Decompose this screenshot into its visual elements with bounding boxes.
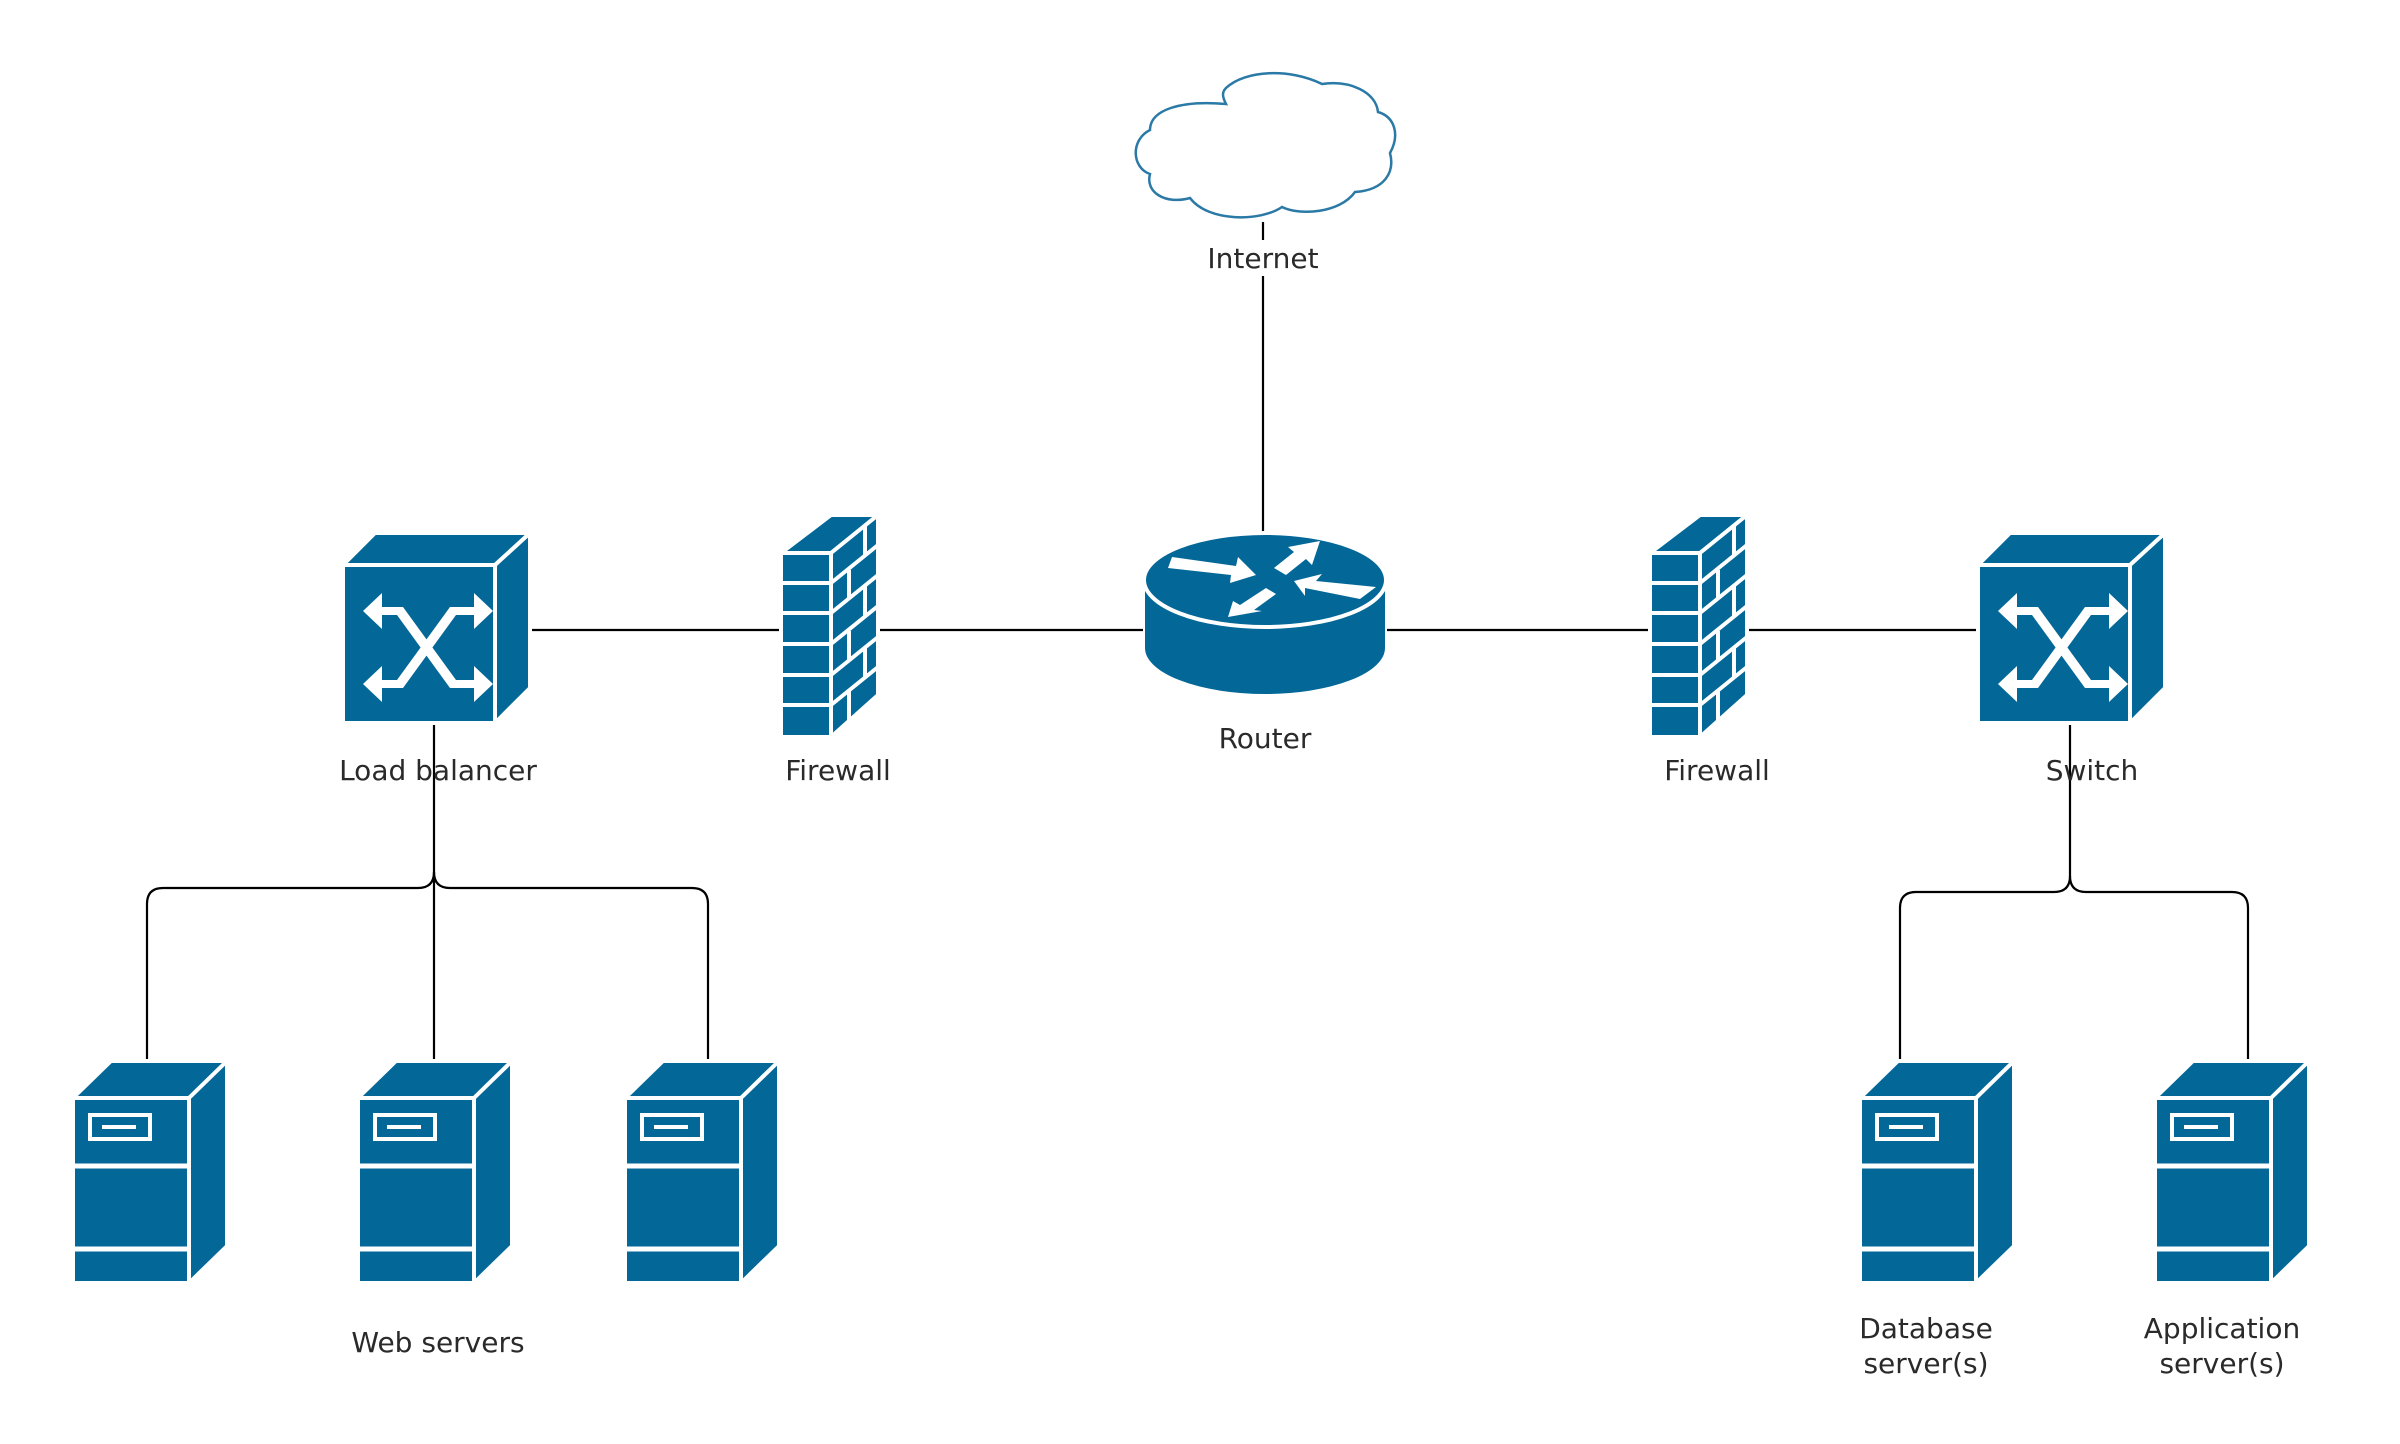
node-internet[interactable]: Internet (1134, 71, 1397, 275)
edge-switch-db-server (1898, 722, 2072, 1073)
group-label-web-servers: Web servers (351, 1326, 524, 1359)
node-db-server[interactable]: Database server(s) (1859, 1061, 2014, 1380)
node-label-internet: Internet (1207, 242, 1318, 275)
edges (145, 222, 2250, 1073)
node-label-switch: Switch (2046, 754, 2139, 787)
router-icon (1142, 531, 1388, 696)
node-firewall-right[interactable]: Firewall (1648, 513, 1770, 787)
firewall-icon (779, 513, 880, 739)
server-icon (1860, 1061, 2014, 1283)
edge-switch-app-server (2068, 875, 2250, 1073)
firewall-icon (1648, 513, 1749, 739)
node-firewall-left[interactable]: Firewall (779, 513, 891, 787)
server-icon (2155, 1061, 2309, 1283)
node-app-server[interactable]: Application server(s) (2144, 1061, 2309, 1380)
node-router[interactable]: Router (1142, 531, 1388, 755)
node-web-server-3[interactable] (625, 1061, 779, 1283)
node-label-load-balancer: Load balancer (339, 754, 537, 787)
node-label-db-server-line2: server(s) (1863, 1347, 1988, 1380)
node-label-router: Router (1219, 722, 1312, 755)
node-label-db-server-line1: Database (1859, 1312, 1993, 1345)
edge-load-balancer-web-server-3 (432, 871, 710, 1073)
server-icon (625, 1061, 779, 1283)
cloud-icon (1134, 71, 1397, 219)
switch-icon (1976, 531, 2167, 725)
node-label-app-server-line1: Application (2144, 1312, 2300, 1345)
server-icon (358, 1061, 512, 1283)
node-web-server-2[interactable] (358, 1061, 512, 1283)
node-label-firewall-right: Firewall (1664, 754, 1770, 787)
node-label-app-server-line2: server(s) (2159, 1347, 2284, 1380)
node-switch[interactable]: Switch (1976, 531, 2167, 787)
server-icon (73, 1061, 227, 1283)
node-load-balancer[interactable]: Load balancer (339, 531, 537, 787)
node-label-firewall-left: Firewall (785, 754, 891, 787)
load-balancer-icon (341, 531, 532, 725)
node-web-server-1[interactable] (73, 1061, 227, 1283)
